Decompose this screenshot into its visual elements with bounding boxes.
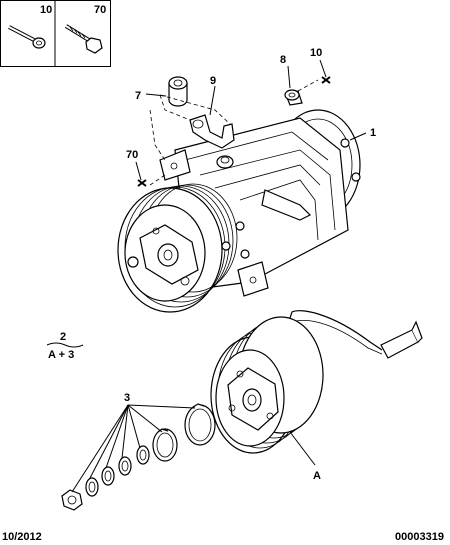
callout-a: A: [313, 470, 321, 482]
compressor-top-port: [216, 155, 234, 169]
note-kit-number: 2: [60, 331, 66, 343]
callout-70: 70: [126, 149, 138, 161]
footer-date: 10/2012: [2, 531, 42, 543]
fastener-legend-box: 10 70: [0, 0, 111, 67]
callout-9: 9: [210, 75, 216, 87]
bolt-70-icon: [64, 24, 103, 54]
clutch-assembly-a: [210, 310, 423, 454]
callout-3: 3: [124, 392, 130, 404]
legend-label-10: 10: [40, 4, 52, 16]
note-kit-contents: A + 3: [48, 349, 74, 361]
shim-washers: [85, 445, 150, 497]
leader-lines: [71, 59, 367, 493]
bolt-position-10-marker: [321, 76, 331, 84]
bushing-7: [168, 76, 188, 107]
compressor-assembly: [117, 109, 361, 313]
bolt-position-70-marker: [137, 179, 147, 187]
circlip-large: [184, 403, 216, 446]
callout-7: 7: [135, 90, 141, 102]
hub-nut: [61, 489, 83, 511]
assembly-guide-lines: [159, 94, 231, 125]
note-divider: [46, 342, 84, 348]
bracket-9: [189, 114, 235, 149]
callout-8: 8: [280, 54, 286, 66]
kit-composition-note: 2 A + 3: [46, 331, 84, 361]
bolt-10-icon: [8, 25, 46, 49]
clutch-connector: [380, 329, 419, 359]
bushing-8: [284, 89, 303, 106]
footer-reference: 00003319: [395, 531, 444, 543]
circlip-small: [152, 428, 178, 462]
callout-1: 1: [370, 127, 376, 139]
legend-label-70: 70: [94, 4, 106, 16]
callout-10: 10: [310, 47, 322, 59]
